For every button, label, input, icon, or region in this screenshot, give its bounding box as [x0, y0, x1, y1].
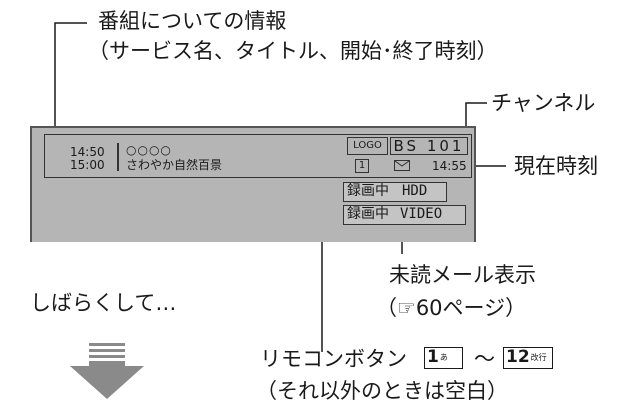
start-time: 14:50	[70, 145, 105, 159]
service-placeholder: ○○○○	[126, 143, 172, 157]
after-while-label: しばらくして…	[30, 291, 177, 315]
key-last-icon: 12改行	[503, 347, 553, 369]
key-last-mark: 改行	[530, 353, 547, 362]
recording-hdd: 録画中 HDD	[343, 182, 447, 202]
remote-button-tilde: ～	[474, 347, 495, 371]
recording-device: VIDEO	[400, 206, 443, 222]
info-banner	[44, 134, 472, 178]
recording-status: 録画中	[347, 183, 389, 199]
down-arrow-icon	[70, 343, 144, 399]
remote-button-indicator: 1	[355, 159, 369, 173]
mail-icon	[394, 160, 410, 171]
unread-mail-ref-label: （☞60ページ）	[376, 296, 527, 320]
current-time: 14:55	[432, 159, 467, 173]
key-first-mark: あ	[439, 353, 448, 362]
recording-device: HDD	[402, 183, 428, 199]
unread-mail-label: 未読メール表示	[389, 263, 536, 287]
end-time: 15:00	[70, 158, 105, 172]
key-first-icon: 1あ	[424, 347, 463, 369]
program-title: さわやか自然百景	[126, 158, 223, 172]
time-divider	[117, 143, 119, 171]
program-info-detail-label: （サービス名、タイトル、開始･終了時刻）	[88, 39, 498, 63]
program-info-label: 番組についての情報	[98, 9, 287, 33]
remote-button-prefix: リモコンボタン	[260, 347, 407, 371]
station-logo: LOGO	[347, 137, 388, 155]
recording-video: 録画中 VIDEO	[343, 205, 466, 225]
remote-button-label: リモコンボタン	[260, 346, 407, 372]
current-time-label: 現在時刻	[514, 154, 598, 178]
program-info-leader	[54, 22, 87, 172]
channel-number: BS 101	[390, 137, 468, 155]
recording-status: 録画中	[347, 206, 389, 222]
remote-button-note-label: （それ以外のときは空白）	[256, 379, 508, 403]
channel-label: チャンネル	[491, 91, 596, 115]
